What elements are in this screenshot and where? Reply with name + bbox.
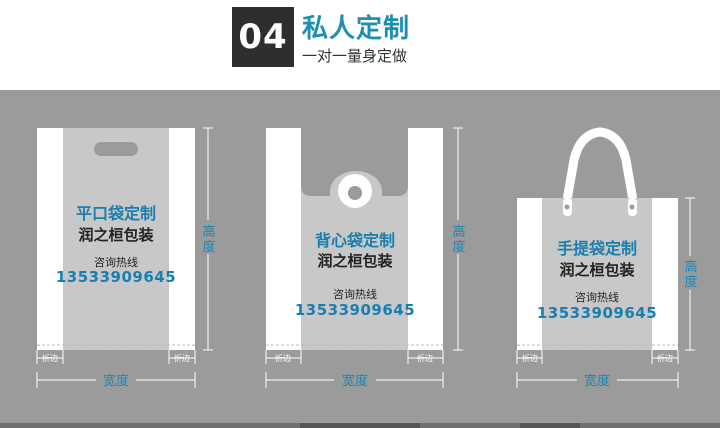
bag-vest: 背心袋定制 润之桓包装 咨询热线 13533909645 高 度 折边 折边 宽… [265, 127, 468, 389]
fold-label-right: 折边 [657, 353, 673, 363]
fold-label-left: 折边 [42, 353, 58, 363]
bottom-strip [0, 423, 720, 428]
bag-brand: 润之桓包装 [78, 226, 154, 244]
phone-number: 13533909645 [295, 301, 415, 319]
bag-type-label: 手提袋定制 [557, 239, 637, 258]
header: 04 私人定制 一对一量身定做 [0, 0, 720, 90]
height-label-top: 高 [202, 224, 215, 240]
bottom-strip-segment [300, 423, 420, 428]
bag-flat-mouth: 平口袋定制 润之桓包装 咨询热线 13533909645 高 度 折边 折边 宽… [36, 127, 218, 389]
width-label: 宽度 [342, 373, 368, 389]
bag-type-label: 背心袋定制 [315, 231, 395, 250]
height-label-top: 高 [452, 224, 465, 240]
phone-number: 13533909645 [56, 268, 176, 286]
bag-brand: 润之桓包装 [559, 261, 635, 279]
bag-type-label: 平口袋定制 [76, 204, 156, 223]
fold-label-right: 折边 [174, 353, 190, 363]
fold-label-left: 折边 [522, 353, 538, 363]
width-label: 宽度 [103, 373, 129, 389]
width-label: 宽度 [584, 373, 610, 389]
height-label-bottom: 度 [202, 239, 215, 255]
height-label-bottom: 度 [684, 274, 697, 290]
fold-label-left: 折边 [275, 353, 291, 363]
bag-brand: 润之桓包装 [317, 252, 393, 270]
section-subtitle: 一对一量身定做 [302, 47, 408, 65]
bag-handle: 手提袋定制 润之桓包装 咨询热线 13533909645 高 度 折边 折边 宽… [516, 127, 700, 389]
height-label-top: 高 [684, 259, 697, 275]
fold-label-right: 折边 [417, 353, 433, 363]
section-number: 04 [232, 7, 294, 67]
section-title: 私人定制 [302, 14, 411, 44]
height-label-bottom: 度 [452, 239, 465, 255]
phone-number: 13533909645 [537, 304, 657, 322]
hotline-label: 咨询热线 [94, 255, 138, 269]
bottom-strip-segment [520, 423, 580, 428]
hotline-label: 咨询热线 [575, 290, 619, 304]
hotline-label: 咨询热线 [333, 287, 377, 301]
